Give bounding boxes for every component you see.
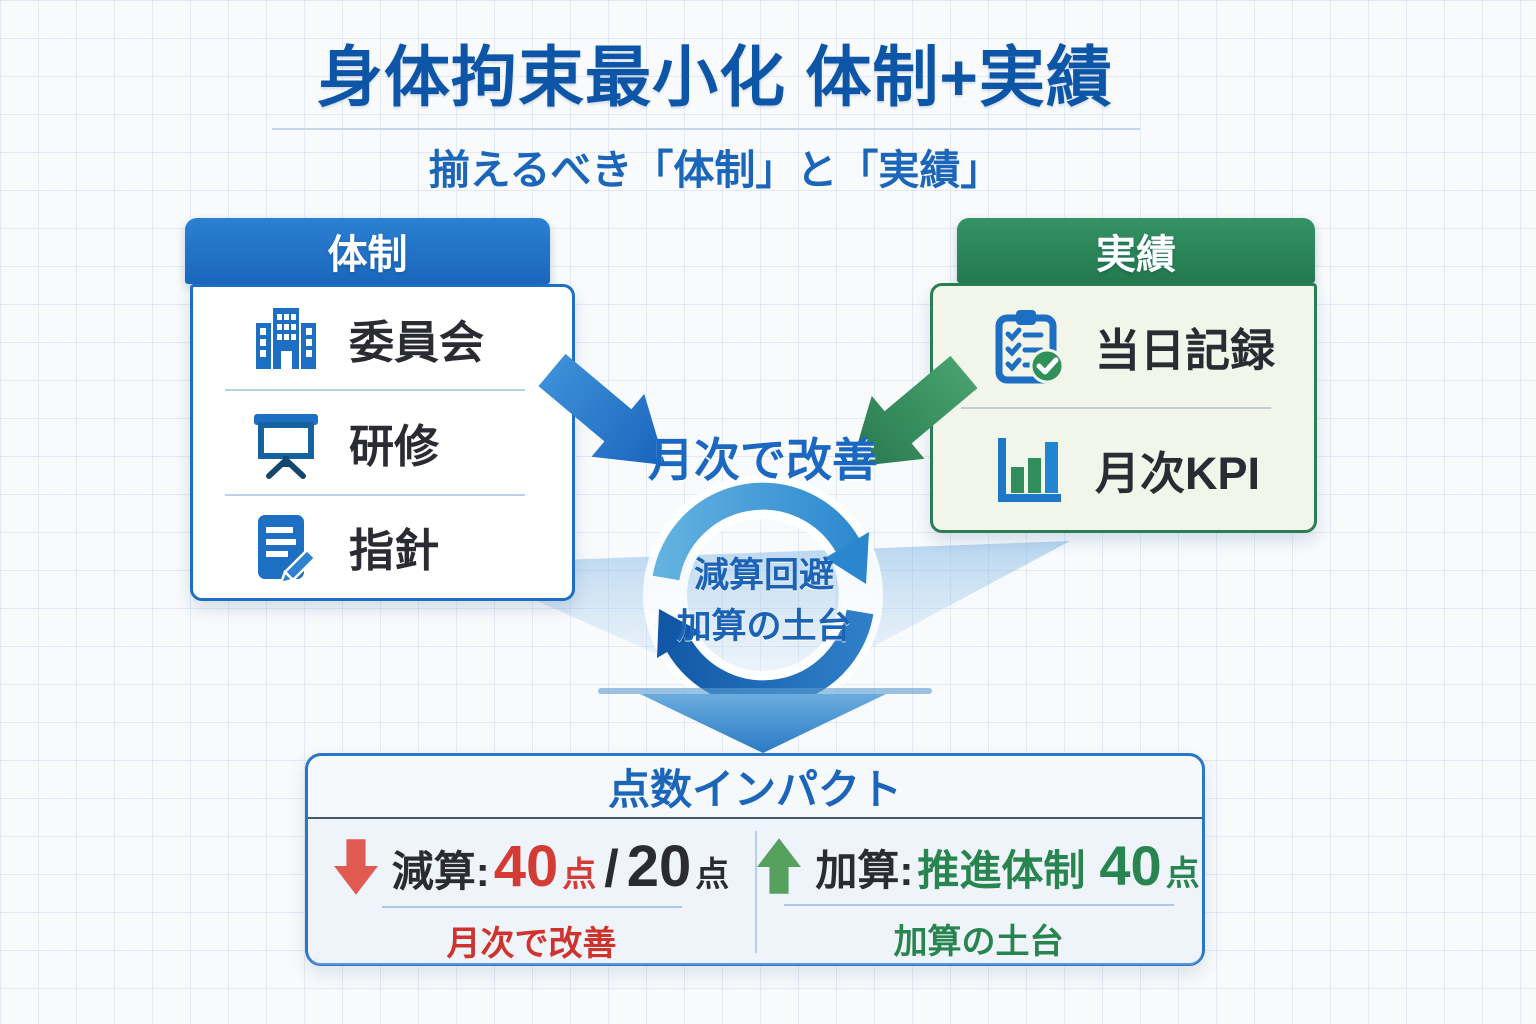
- training-screen-icon: [254, 414, 318, 480]
- cycle-line-2: 加算の土台: [676, 606, 852, 646]
- deduction-separator: /: [604, 840, 619, 898]
- deduction-divider: [381, 906, 682, 908]
- structure-item-label: 委員会: [349, 316, 485, 368]
- deduction-unit-secondary: 点: [695, 856, 730, 894]
- clipboard-check-icon: [995, 309, 1065, 383]
- item-divider: [225, 493, 525, 496]
- structure-card: 委員会 研修 指針: [190, 284, 575, 601]
- deduction-unit-primary: 点: [562, 856, 597, 894]
- results-item-label: 当日記録: [1095, 325, 1276, 376]
- title-underline: [272, 128, 1140, 130]
- addition-caption: 加算の土台: [893, 923, 1064, 961]
- item-divider: [961, 407, 1271, 409]
- cycle-line-1: 減算回避: [693, 556, 834, 595]
- results-item-label: 月次KPI: [1095, 448, 1261, 499]
- deduction-row: 減算: 40 点 / 20 点: [333, 833, 730, 900]
- addition-column: 加算: 推進体制 40 点 加算の土台: [755, 819, 1202, 965]
- score-impact-card: 点数インパクト 減算: 40 点 / 20 点 月次で改善: [305, 753, 1205, 966]
- green-up-arrow-icon: [757, 837, 802, 894]
- impact-title-divider: [308, 817, 1202, 819]
- item-divider: [225, 389, 525, 392]
- results-card-header-label: 実績: [1096, 232, 1176, 277]
- structure-card-header: 体制: [185, 218, 550, 284]
- structure-item-label: 研修: [349, 420, 440, 472]
- bar-chart-icon: [998, 437, 1061, 502]
- page-title: 身体拘束最小化 体制+実績: [317, 40, 1113, 114]
- deduction-value-secondary: 20: [626, 834, 692, 899]
- page-subtitle: 揃えるべき「体制」と「実績」: [428, 147, 1002, 193]
- structure-item-committee: 委員会: [193, 301, 572, 375]
- building-icon: [256, 308, 316, 370]
- impact-content: 減算: 40 点 / 20 点 月次で改善 加算: 推進体制: [308, 819, 1202, 965]
- addition-prefix: 加算:: [815, 847, 914, 894]
- results-item-monthly-kpi: 月次KPI: [933, 430, 1314, 510]
- results-card: 当日記録 月次KPI: [930, 283, 1317, 533]
- structure-item-guideline: 指針: [193, 510, 572, 584]
- document-pencil-icon: [258, 514, 317, 584]
- deduction-column: 減算: 40 点 / 20 点 月次で改善: [308, 819, 755, 965]
- addition-unit: 点: [1165, 855, 1200, 893]
- addition-value: 40: [1099, 834, 1162, 897]
- red-down-arrow-icon: [333, 838, 378, 895]
- results-item-daily-record: 当日記録: [933, 307, 1314, 387]
- deduction-prefix: 減算:: [391, 848, 490, 895]
- cycle-center-text: 減算回避 加算の土台: [650, 551, 878, 653]
- addition-row: 加算: 推進体制 40 点: [757, 833, 1200, 898]
- results-card-header: 実績: [957, 218, 1315, 283]
- impact-vertical-divider: [755, 831, 757, 953]
- addition-divider: [783, 904, 1174, 906]
- structure-item-training: 研修: [193, 405, 572, 480]
- impact-card-title: 点数インパクト: [607, 766, 902, 813]
- deduction-value-primary: 40: [493, 834, 559, 899]
- monthly-improvement-label: 月次で改善: [648, 434, 878, 486]
- addition-label: 推進体制: [917, 847, 1086, 894]
- deduction-caption: 月次で改善: [446, 925, 617, 963]
- structure-item-label: 指針: [349, 525, 440, 577]
- structure-card-header-label: 体制: [327, 233, 408, 277]
